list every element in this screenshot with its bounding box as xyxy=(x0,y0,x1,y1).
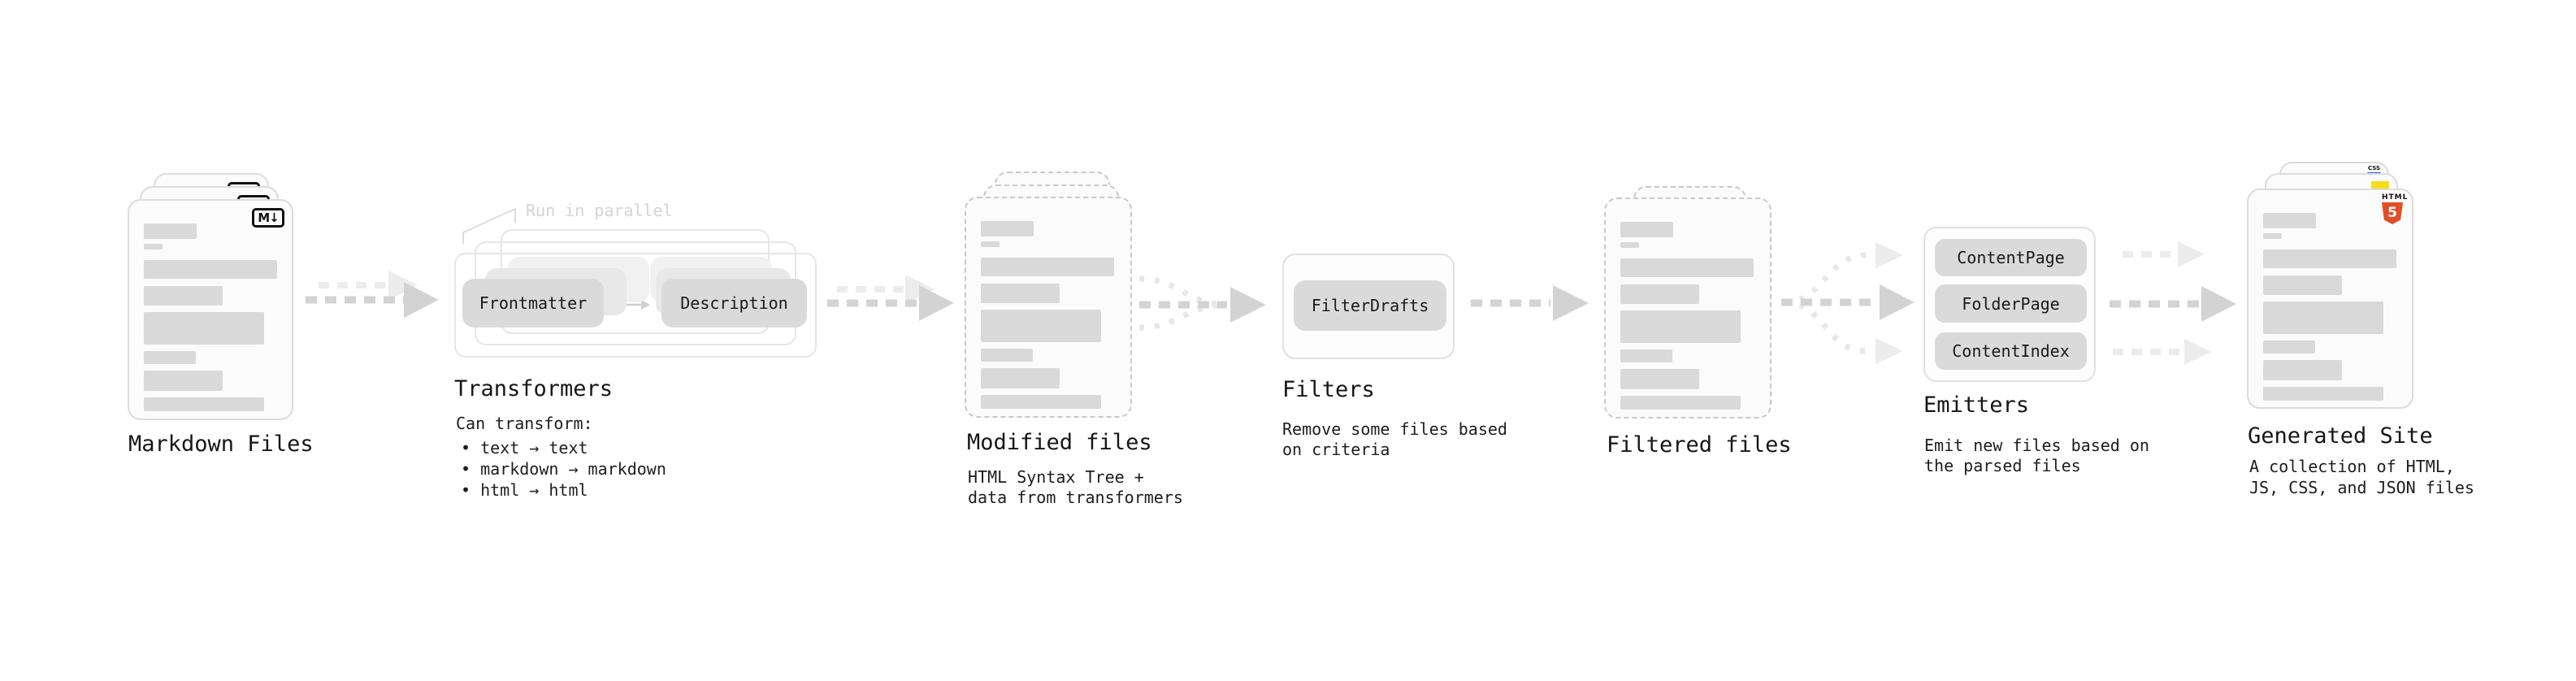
document-placeholder-lines xyxy=(1620,222,1759,410)
emitter-pill-contentindex: ContentIndex xyxy=(1935,332,2087,370)
document-placeholder-lines xyxy=(2263,213,2400,401)
transformers-label: Transformers xyxy=(454,376,614,401)
modified-files-desc: data from transformers xyxy=(968,488,1183,507)
transformer-box-front xyxy=(454,253,817,358)
emitter-pill-label: FolderPage xyxy=(1962,293,2060,314)
filterdrafts-pill: FilterDrafts xyxy=(1294,280,1446,331)
filtered-files-label: Filtered files xyxy=(1607,432,1792,458)
filters-desc: Remove some files based xyxy=(1282,419,1507,439)
arrow-emitters-to-generated xyxy=(2110,241,2236,365)
emitter-pill-label: ContentPage xyxy=(1957,248,2065,267)
filterdrafts-pill-label: FilterDrafts xyxy=(1311,296,1429,315)
description-pill: Description xyxy=(661,279,807,327)
arrow-filtered-to-emitters xyxy=(1781,242,1915,364)
arrow-markdown-to-transformers xyxy=(306,271,439,318)
frontmatter-pill: Frontmatter xyxy=(462,279,604,327)
transformers-bullet: • html → html xyxy=(461,480,588,500)
transformers-bullet: • markdown → markdown xyxy=(461,459,666,479)
markdown-files-label: Markdown Files xyxy=(128,432,314,457)
modified-files-label: Modified files xyxy=(967,430,1152,455)
document-placeholder-lines xyxy=(981,221,1119,409)
transformers-desc-title: Can transform: xyxy=(456,414,593,433)
description-pill-label: Description xyxy=(680,293,788,313)
arrow-modified-to-filters xyxy=(1138,275,1266,331)
modified-file-card-front xyxy=(965,197,1132,418)
arrow-transformers-to-modified xyxy=(827,275,954,321)
arrow-filters-to-filtered xyxy=(1471,285,1589,321)
frontmatter-pill-label: Frontmatter xyxy=(479,293,588,313)
html5-logo: HTML 5 xyxy=(2382,193,2407,224)
run-in-parallel-callout-line xyxy=(462,207,516,244)
emitters-label: Emitters xyxy=(1923,393,2030,418)
emitters-desc: the parsed files xyxy=(1924,456,2081,475)
filtered-file-card-front xyxy=(1604,197,1772,419)
filters-label: Filters xyxy=(1282,377,1375,402)
filters-desc: on criteria xyxy=(1282,440,1390,459)
generated-site-label: Generated Site xyxy=(2248,423,2433,449)
emitter-pill-contentpage: ContentPage xyxy=(1935,239,2087,276)
generated-site-card-front: HTML 5 xyxy=(2247,189,2413,409)
document-placeholder-lines xyxy=(144,223,280,411)
run-in-parallel-annotation: Run in parallel xyxy=(526,201,673,220)
javascript-logo xyxy=(2371,181,2389,190)
modified-files-desc: HTML Syntax Tree + xyxy=(968,467,1144,487)
markdown-logo: M↓ xyxy=(252,208,284,228)
generated-site-desc: JS, CSS, and JSON files xyxy=(2249,478,2474,497)
emitters-desc: Emit new files based on xyxy=(1924,436,2149,455)
transformers-bullet: • text → text xyxy=(461,438,588,458)
emitter-pill-label: ContentIndex xyxy=(1952,341,2070,361)
emitter-pill-folderpage: FolderPage xyxy=(1935,284,2087,323)
generated-site-desc: A collection of HTML, xyxy=(2249,457,2455,476)
markdown-file-card-front: M↓ xyxy=(128,199,293,420)
filters-box: FilterDrafts xyxy=(1282,254,1455,359)
emitters-box: ContentPage FolderPage ContentIndex xyxy=(1923,227,2096,382)
